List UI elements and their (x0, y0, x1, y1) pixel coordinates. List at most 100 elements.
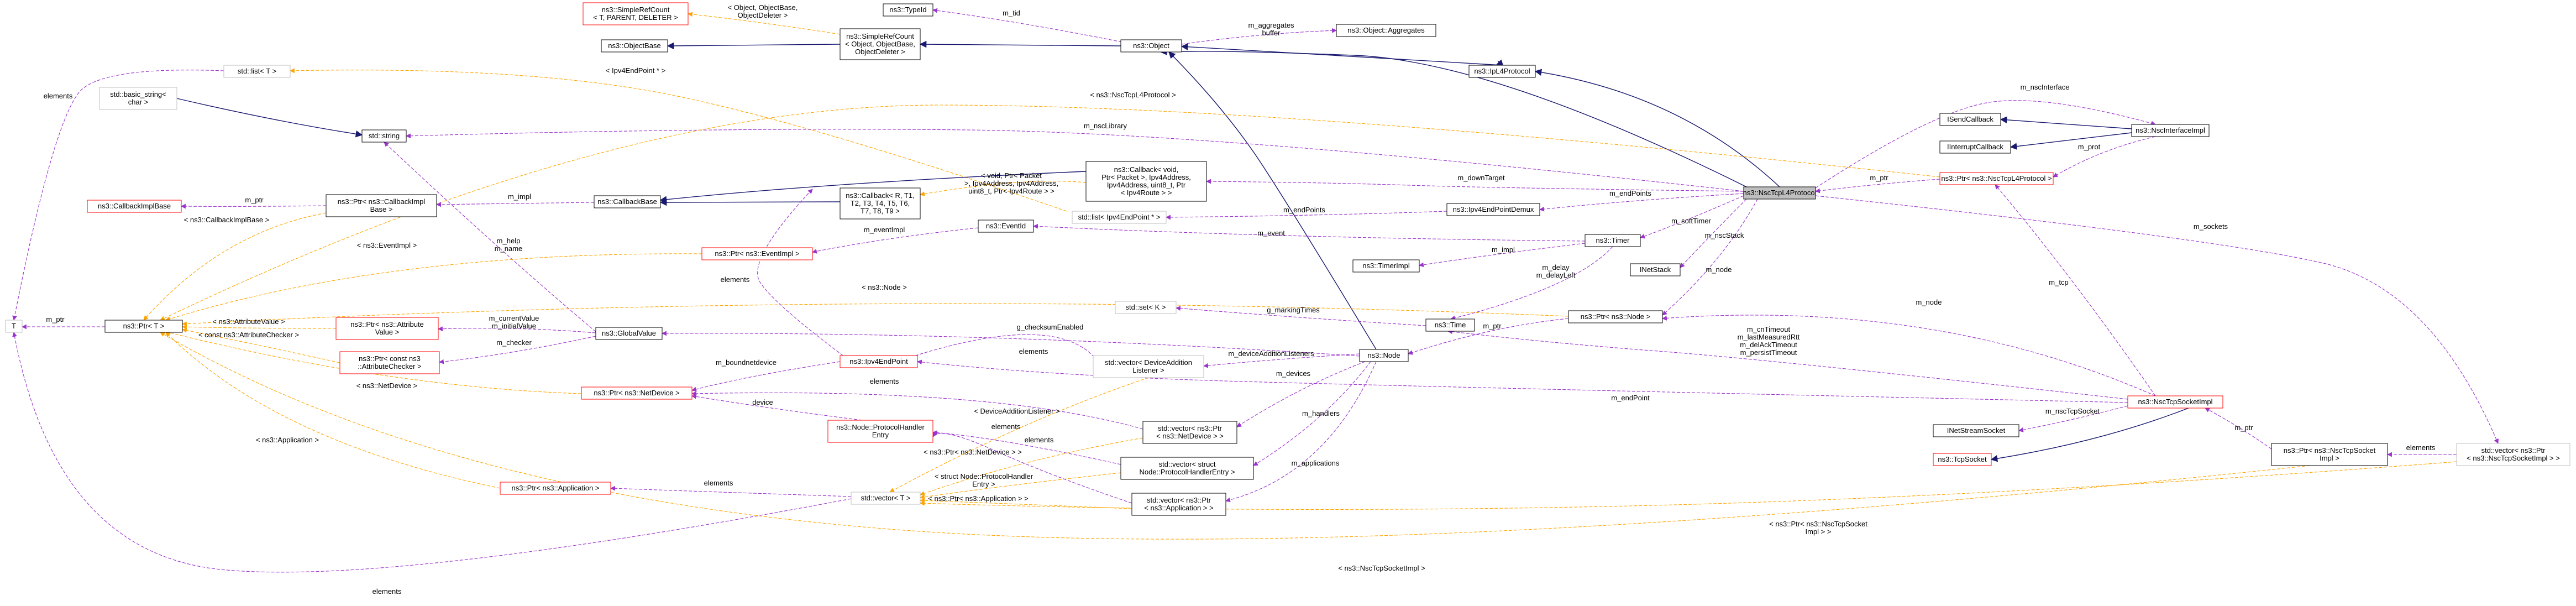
class-node-simple-ref-count-obj[interactable]: ns3::SimpleRefCount< Object, ObjectBase,… (840, 28, 921, 60)
class-node-simple-ref-count-t[interactable]: ns3::SimpleRefCount< T, PARENT, DELETER … (583, 2, 689, 25)
class-node-object-base[interactable]: ns3::ObjectBase (601, 39, 668, 53)
class-node-callback-t[interactable]: ns3::Callback< R, T1,T2, T3, T4, T5, T6,… (840, 187, 921, 220)
class-node-std-set-k[interactable]: std::set< K > (1115, 301, 1177, 314)
inheritance-edge (667, 42, 841, 50)
class-node-ptr-event-impl[interactable]: ns3::Ptr< ns3::EventImpl > (701, 247, 813, 260)
class-node-label: ns3::Callback< R, T1,T2, T3, T4, T5, T6,… (846, 191, 914, 215)
class-node-callback-impl-base[interactable]: ns3::CallbackImplBase (87, 200, 182, 213)
class-node-std-vector-ptr-app[interactable]: std::vector< ns3::Ptr< ns3::Application … (1131, 493, 1226, 516)
edge-label-boundnetdevice: m_boundnetdevice (716, 358, 777, 367)
class-node-label: ns3::Callback< void,Ptr< Packet >, Ipv4A… (1101, 165, 1191, 197)
class-node-callback-base[interactable]: ns3::CallbackBase (594, 195, 661, 208)
edge-label-ptr5: m_ptr (2234, 424, 2253, 432)
edge-label-devices: m_devices (1276, 369, 1311, 378)
class-node-std-string[interactable]: std::string (361, 129, 407, 143)
class-node-nsc-tcp-socket-impl[interactable]: ns3::NscTcpSocketImpl (2127, 395, 2223, 409)
class-node-ptr-t[interactable]: ns3::Ptr< T > (104, 320, 183, 333)
class-node-i-net-stream-socket[interactable]: INetStreamSocket (1933, 424, 2019, 437)
class-node-global-value[interactable]: ns3::GlobalValue (595, 327, 663, 340)
class-node-time[interactable]: ns3::Time (1425, 318, 1475, 332)
class-node-label: std::vector< T > (861, 494, 911, 502)
edge-label-soft-timer: m_softTimer (1671, 217, 1711, 225)
class-node-i-net-stack[interactable]: INetStack (1630, 263, 1681, 276)
class-node-object-aggregates[interactable]: ns3::Object::Aggregates (1336, 24, 1436, 37)
inheritance-edge (2010, 132, 2132, 150)
edge-label-ptr2: m_ptr (245, 196, 264, 204)
inheritance-edge (1534, 69, 1780, 187)
edge-label-sockets: m_sockets (2194, 222, 2228, 231)
edge-label-end-points2: m_endPoints (1283, 206, 1325, 214)
class-node-type-id[interactable]: ns3::TypeId (883, 3, 933, 17)
edge-label-ptr3: m_ptr (1483, 322, 1502, 330)
usage-edge (1447, 329, 2128, 400)
class-node-ptr-net-device[interactable]: ns3::Ptr< ns3::NetDevice > (581, 386, 692, 400)
inheritance-edge (1990, 408, 2189, 462)
template-edge (160, 332, 2311, 540)
edge-label-attr-value-tpl: < ns3::AttributeValue > (212, 317, 285, 326)
class-node-timer[interactable]: ns3::Timer (1585, 234, 1641, 247)
class-node-event-id[interactable]: ns3::EventId (978, 220, 1034, 233)
class-node-label: ns3::Node (1367, 351, 1400, 359)
class-node-ptr-attr-checker[interactable]: ns3::Ptr< const ns3::AttributeChecker > (339, 351, 440, 374)
class-node-nsc-tcp-l4-protocol[interactable]: ns3::NscTcpL4Protocol (1743, 186, 1817, 200)
usage-edge (1640, 195, 1744, 239)
class-node-i-interrupt-callback[interactable]: IInterruptCallback (1939, 140, 2011, 154)
class-node-std-vector-ptr-nsc-tcp-socket[interactable]: std::vector< ns3::Ptr< ns3::NscTcpSocket… (2456, 443, 2570, 466)
class-node-node[interactable]: ns3::Node (1359, 349, 1409, 362)
class-node-nsc-interface-impl[interactable]: ns3::NscInterfaceImpl (2131, 124, 2210, 137)
usage-edge (1408, 318, 1569, 355)
class-node-ptr-nsc-tcp-l4[interactable]: ns3::Ptr< ns3::NscTcpL4Protocol > (1939, 172, 2054, 185)
class-node-ptr-application[interactable]: ns3::Ptr< ns3::Application > (500, 482, 611, 495)
class-node-tcp-socket[interactable]: ns3::TcpSocket (1933, 453, 1992, 466)
class-node-ipv4-end-point[interactable]: ns3::Ipv4EndPoint (840, 355, 918, 368)
template-edge (688, 12, 841, 35)
class-node-label: ISendCallback (1947, 115, 1993, 123)
usage-edge (1225, 361, 1377, 503)
class-node-ip-l4-protocol[interactable]: ns3::IpL4Protocol (1468, 65, 1536, 78)
template-edge (182, 303, 1569, 326)
class-node-label: ns3::NscTcpSocketImpl (2138, 398, 2212, 406)
class-node-basic-string[interactable]: std::basic_string<char > (99, 87, 177, 110)
class-node-timer-impl[interactable]: ns3::TimerImpl (1352, 259, 1420, 273)
usage-edge (1662, 198, 1758, 316)
usage-edge (1176, 306, 1426, 326)
edge-label-nsc-tcp-socket: m_nscTcpSocket (2045, 407, 2100, 415)
class-node-std-vector-t[interactable]: std::vector< T > (851, 492, 921, 505)
template-edge (920, 472, 1121, 500)
class-node-object[interactable]: ns3::Object (1120, 39, 1182, 53)
usage-edge (438, 326, 596, 333)
usage-edge (1815, 195, 2499, 444)
class-node-label: std::vector< ns3::Ptr< ns3::Application … (1144, 496, 1213, 512)
edge-label-node-lbl1: m_node (1706, 265, 1732, 274)
edge-label-ptr1: m_ptr (1870, 174, 1888, 182)
class-node-ipv4-end-point-demux[interactable]: ns3::Ipv4EndPointDemux (1446, 203, 1540, 216)
usage-edge (1662, 315, 2156, 396)
class-node-label: ns3::IpL4Protocol (1474, 67, 1530, 75)
class-node-t[interactable]: T (5, 320, 23, 333)
edge-label-tcp: m_tcp (2049, 278, 2068, 286)
class-node-std-vector-ptr-net-device[interactable]: std::vector< ns3::Ptr< ns3::NetDevice > … (1142, 421, 1237, 444)
class-node-label: ns3::Ptr< ns3::NetDevice > (594, 389, 679, 397)
class-node-ptr-node[interactable]: ns3::Ptr< ns3::Node > (1568, 310, 1663, 323)
class-node-std-list-t[interactable]: std::list< T > (223, 65, 291, 78)
edge-label-marking-times: g_markingTimes (1267, 306, 1320, 314)
class-node-std-list-ipv4-end-point[interactable]: std::list< Ipv4EndPoint * > (1072, 211, 1167, 224)
class-node-i-send-callback[interactable]: ISendCallback (1939, 113, 2001, 126)
edge-label-net-device-tpl: < ns3::NetDevice > (356, 382, 418, 390)
usage-edge (610, 485, 852, 497)
edge-label-checksum: g_checksumEnabled (1017, 323, 1084, 331)
class-node-label: ns3::EventId (986, 222, 1026, 230)
class-node-callback-ipv4[interactable]: ns3::Callback< void,Ptr< Packet >, Ipv4A… (1085, 161, 1207, 202)
usage-edge (1680, 198, 1747, 268)
class-node-label: ns3::Ptr< const ns3::AttributeChecker > (358, 354, 421, 370)
